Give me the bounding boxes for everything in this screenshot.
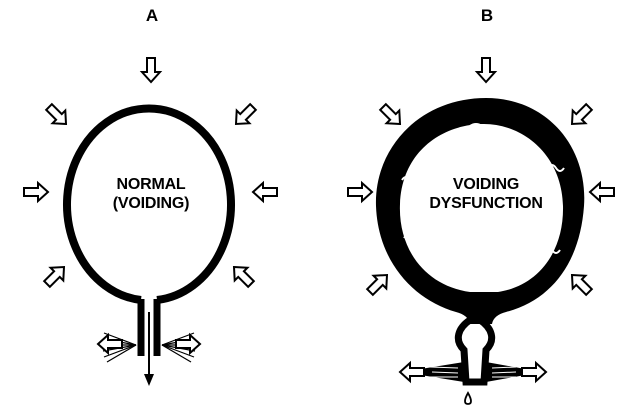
panel-b-label: VOIDING DYSFUNCTION <box>426 175 546 213</box>
panel-a-letter: A <box>137 6 167 26</box>
panel-b <box>348 58 614 404</box>
panel-b-label-line1: VOIDING <box>426 175 546 194</box>
urine-flow-arrow <box>144 312 154 386</box>
panel-a <box>24 58 277 386</box>
panel-b-letter: B <box>472 6 502 26</box>
panel-b-label-line2: DYSFUNCTION <box>426 194 546 213</box>
urine-drop <box>465 393 471 404</box>
panel-a-label-line1: NORMAL <box>99 175 203 194</box>
panel-a-label: NORMAL (VOIDING) <box>99 175 203 213</box>
panel-a-label-line2: (VOIDING) <box>99 194 203 213</box>
